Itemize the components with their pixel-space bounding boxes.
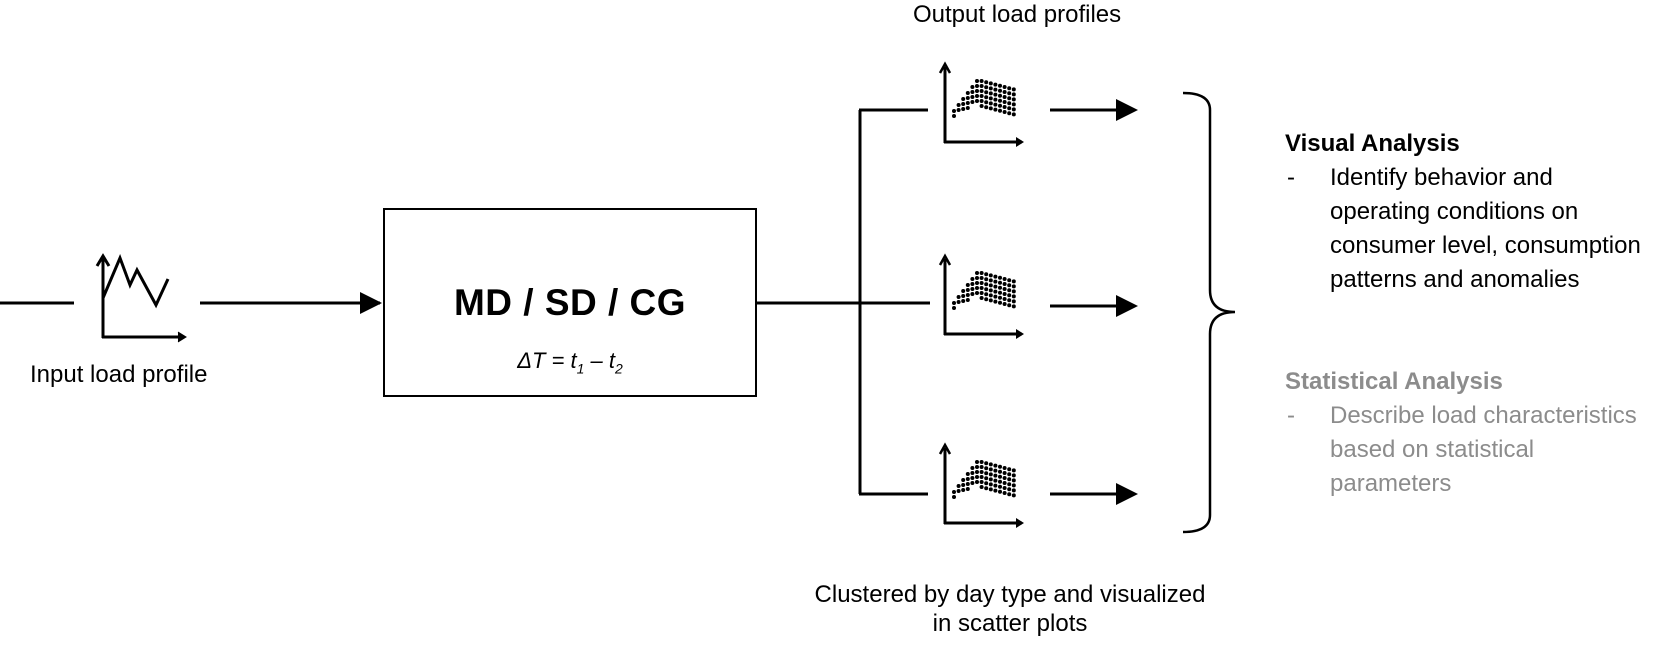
process-box: MD / SD / CG ΔT = t1 – t2 [383, 208, 757, 397]
output-arrow-3-head [1116, 483, 1138, 505]
process-formula: ΔT = t1 – t2 [517, 348, 623, 377]
line-chart-icon [95, 253, 187, 343]
scatter-dots [952, 271, 1016, 310]
bullet-dash: - [1287, 164, 1295, 191]
visual-analysis-item: - Identify behavior and operating condit… [1285, 161, 1655, 297]
statistical-analysis-text: Describe load characteristics based on s… [1330, 402, 1637, 497]
scatter-plot-icon [938, 61, 1024, 147]
statistical-analysis-heading: Statistical Analysis [1285, 368, 1503, 395]
bullet-dash: - [1287, 402, 1295, 429]
cluster-caption-line-1: Clustered by day type and visualized [814, 581, 1206, 608]
scatter-plot-icon [938, 253, 1024, 339]
statistical-analysis-item: - Describe load characteristics based on… [1285, 399, 1655, 501]
statistical-analysis-section: Statistical Analysis - Describe load cha… [1285, 365, 1655, 501]
scatter-plot-icon [938, 442, 1024, 528]
output-arrow-2-head [1116, 295, 1138, 317]
output-load-profiles-title: Output load profiles [913, 1, 1122, 28]
scatter-dots [952, 460, 1016, 499]
visual-analysis-section: Visual Analysis - Identify behavior and … [1285, 127, 1655, 297]
output-arrow-1-head [1116, 99, 1138, 121]
arrow-to-process-head [360, 292, 382, 314]
grouping-brace [1182, 91, 1236, 534]
process-title: MD / SD / CG [453, 282, 687, 323]
visual-analysis-text: Identify behavior and operating conditio… [1330, 164, 1641, 293]
input-load-profile-label: Input load profile [30, 361, 208, 388]
visual-analysis-heading: Visual Analysis [1285, 130, 1460, 157]
scatter-dots [952, 79, 1016, 118]
cluster-caption: Clustered by day type and visualized in … [770, 580, 1250, 638]
cluster-caption-line-2: in scatter plots [932, 610, 1088, 637]
